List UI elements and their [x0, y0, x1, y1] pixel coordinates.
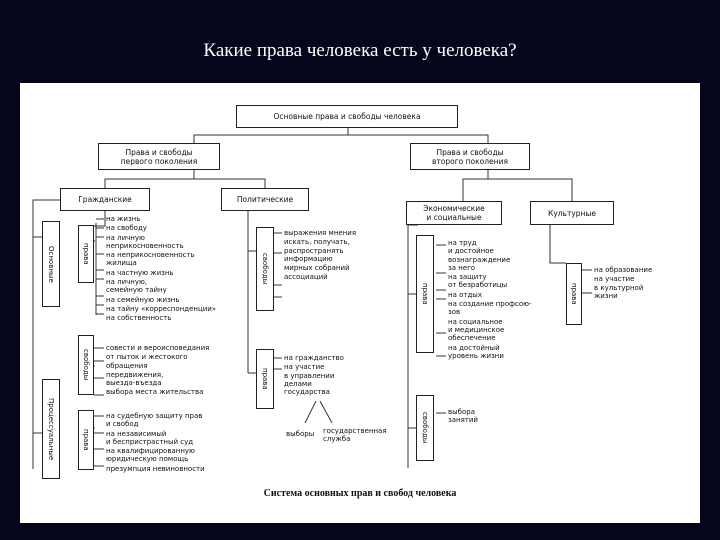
basic-rights-box: Основные	[42, 221, 60, 307]
list-item: на свободу	[106, 224, 147, 233]
list-item: на судебную защиту прав и свобод	[106, 412, 203, 429]
list-item: презумпция невиновности	[106, 464, 205, 473]
list-item: искать, получать, распространять информа…	[284, 238, 350, 263]
list-item: на квалифицированную юридическую помощь	[106, 447, 195, 464]
pol-freedoms-vlabel: свободы	[261, 253, 269, 285]
list-item: на независимый и беспристрастный суд	[106, 429, 194, 446]
list-item: на неприкосновенность жилища	[106, 251, 195, 268]
list-item: выбора места жительства	[106, 388, 204, 397]
cultural-node: Культурные	[530, 201, 614, 225]
list-item: на жизнь	[106, 215, 141, 223]
basic-rights-label: Основные	[47, 245, 55, 283]
elections-label: выборы	[286, 430, 315, 438]
civil-node: Гражданские	[60, 188, 150, 211]
list-item: на участие в культурной жизни	[594, 275, 644, 300]
list-item: передвижения, выезда-въезда	[106, 370, 164, 388]
diagram-caption: Система основных прав и свобод человека	[263, 488, 457, 499]
civil-service-label: государственная служба	[323, 427, 387, 443]
list-item: ассоциаций	[284, 273, 328, 282]
political-node: Политические	[221, 188, 309, 211]
pol-freedoms-vbox: свободы	[256, 227, 274, 311]
list-item: на социальное и медицинское обеспечение	[448, 317, 505, 343]
economic-node: Экономические и социальные	[406, 201, 502, 225]
civil-freedoms-vbox: свободы	[78, 335, 94, 395]
gen2-node: Права и свободы второго поколения	[410, 143, 530, 170]
root-node: Основные права и свободы человека	[236, 105, 458, 128]
pol-rights-vbox: права	[256, 349, 274, 409]
list-item: мирных собраний	[284, 264, 350, 273]
list-item: совести и вероисповедания	[106, 344, 210, 352]
list-item: на гражданство	[284, 354, 344, 362]
list-item: на личную, семейную тайну	[106, 278, 167, 295]
list-item: выбора занятий	[448, 408, 478, 425]
procedural-rights-label: Процессуальные	[47, 397, 55, 461]
cult-rights-vbox: права	[566, 263, 582, 325]
econ-rights-vbox: права	[416, 235, 434, 353]
list-item: на собственность	[106, 314, 172, 323]
diagram-panel: Основные права и свободы человека Права …	[20, 83, 700, 523]
civil-freedoms-vlabel: свободы	[82, 349, 90, 381]
pol-rights-vlabel: права	[261, 368, 269, 390]
list-item: на семейную жизнь	[106, 295, 180, 304]
list-item: на достойный уровень жизни	[448, 343, 504, 360]
list-item: на защиту от безработицы	[448, 273, 508, 290]
gen1-node: Права и свободы первого поколения	[98, 143, 220, 170]
cult-rights-vlabel: права	[570, 283, 578, 305]
econ-rights-list: на труд и достойное вознаграждение за не…	[448, 239, 548, 361]
civil-rights-vbox: права	[78, 225, 94, 283]
list-item: на частную жизнь	[106, 268, 174, 277]
list-item: на отдых	[448, 290, 482, 299]
procedural-vbox: права	[78, 410, 94, 470]
list-item: на труд и достойное вознаграждение за не…	[448, 239, 511, 272]
list-item: на участие в управлении делами государст…	[284, 363, 335, 397]
list-item: на личную неприкосновенность	[106, 233, 184, 250]
procedural-rights-box: Процессуальные	[42, 379, 60, 479]
civil-rights-vlabel: права	[82, 243, 90, 265]
econ-freedoms-list: выбора занятий	[448, 408, 548, 426]
procedural-vlabel: права	[82, 429, 90, 451]
list-item: на создание профсою- зов	[448, 300, 532, 317]
econ-rights-vlabel: права	[421, 283, 429, 305]
list-item: выражения мнения	[284, 229, 357, 237]
list-item: на образование	[594, 266, 653, 274]
econ-freedoms-vbox: свободы	[416, 395, 434, 461]
list-item: на тайну «корреспонденции»	[106, 304, 217, 313]
slide-title: Какие права человека есть у человека?	[203, 40, 517, 61]
list-item: от пыток и жестокого обращения	[106, 353, 188, 370]
econ-freedoms-vlabel: свободы	[421, 412, 429, 444]
